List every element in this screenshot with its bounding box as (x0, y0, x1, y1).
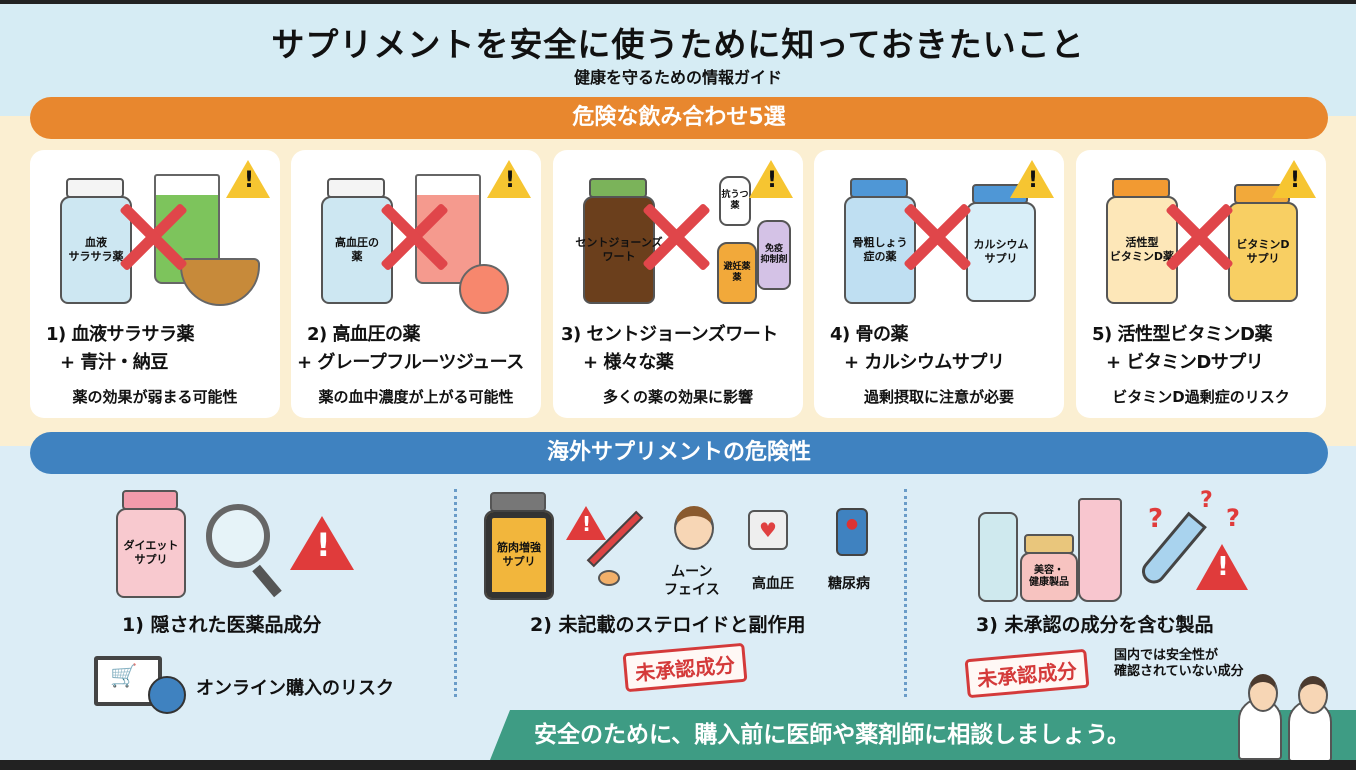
warning-icon: ! (749, 160, 793, 198)
pill-icon (598, 570, 620, 586)
globe-icon (148, 676, 186, 714)
card-description: 薬の効果が弱まる可能性 (72, 388, 238, 406)
card-title: 1) 血液サラサラ薬 (46, 324, 195, 345)
section-banner-combinations: 危険な飲み合わせ5選 (30, 97, 1328, 139)
muscle-supplement-bottle: 筋肉増強 サプリ (484, 510, 554, 600)
footer-advice-banner: 安全のために、購入前に医師や薬剤師に相談しましょう。 (490, 710, 1356, 760)
warning-icon: ! (1010, 160, 1054, 198)
supplement-bottle: カルシウム サプリ (966, 202, 1036, 302)
bottle-cap (122, 490, 178, 510)
overseas-item-title: 3) 未承認の成分を含む製品 (976, 614, 1214, 636)
card-title: 4) 骨の薬 (830, 324, 909, 345)
question-icon: ? (1148, 504, 1164, 534)
prohibited-x-icon (379, 202, 449, 272)
bottle-cap (66, 178, 124, 198)
infographic: サプリメントを安全に使うために知っておきたいこと 健康を守るための情報ガイド 危… (0, 4, 1356, 760)
moon-face-icon (674, 506, 714, 550)
card-illustration: 活性型 ビタミンD薬 ビタミンD サプリ ! (1076, 150, 1326, 320)
page-subtitle: 健康を守るための情報ガイド (573, 68, 782, 87)
unapproved-note: 国内では安全性が 確認されていない成分 (1114, 648, 1244, 680)
magnifier-icon (206, 504, 270, 568)
warning-icon: ! (1272, 160, 1316, 198)
side-effect-label: ムーン フェイス (664, 564, 720, 598)
overseas-item-title: 2) 未記載のステロイドと副作用 (530, 614, 806, 636)
pump-bottle-icon (978, 512, 1018, 602)
card-illustration: 血液 サラサラ薬 ! (30, 150, 280, 320)
card-subtitle: + 青汁・納豆 (60, 352, 168, 373)
bottle-cap (589, 178, 647, 198)
section-banner-overseas: 海外サプリメントの危険性 (30, 432, 1328, 474)
card-subtitle: + グレープフルーツジュース (297, 352, 524, 373)
cream-tube-icon (1078, 498, 1122, 602)
card-title: 3) セントジョーンズワート (561, 324, 778, 345)
combination-card: 血液 サラサラ薬 ! 1) 血液サラサラ薬 + 青汁・納豆 薬の効果が弱まる可能… (30, 150, 280, 418)
card-description: 多くの薬の効果に影響 (602, 388, 753, 406)
card-title: 2) 高血圧の薬 (307, 324, 421, 345)
card-subtitle: + ビタミンDサプリ (1106, 352, 1264, 373)
contraceptive-bottle: 避妊薬 薬 (717, 242, 757, 304)
combination-card: 活性型 ビタミンD薬 ビタミンD サプリ ! 5) 活性型ビタミンD薬 + ビタ… (1076, 150, 1326, 418)
warning-icon: ! (226, 160, 270, 198)
beauty-product-jar: 美容・ 健康製品 (1020, 552, 1078, 602)
immunosuppressant-bottle: 免疫 抑制剤 (757, 220, 791, 290)
card-subtitle: + カルシウムサプリ (844, 352, 1005, 373)
danger-icon: ! (290, 516, 354, 570)
side-effect-label: 高血圧 (752, 576, 794, 592)
card-illustration: 骨粗しょう 症の薬 カルシウム サプリ ! (814, 150, 1064, 320)
card-subtitle: + 様々な薬 (583, 352, 674, 373)
jar-lid (1024, 534, 1074, 554)
card-title: 5) 活性型ビタミンD薬 (1092, 324, 1272, 345)
page-title: サプリメントを安全に使うために知っておきたいこと (271, 25, 1085, 64)
prohibited-x-icon (902, 202, 972, 272)
doctor-illustration (1238, 674, 1282, 760)
prohibited-x-icon (118, 202, 188, 272)
combination-card: 高血圧の 薬 ! 2) 高血圧の薬 + グレープフルーツジュース 薬の血中濃度が… (291, 150, 541, 418)
danger-icon: ! (1196, 544, 1248, 590)
combination-card: 骨粗しょう 症の薬 カルシウム サプリ ! 4) 骨の薬 + カルシウムサプリ … (814, 150, 1064, 418)
glucose-meter-icon: ● (836, 508, 868, 556)
card-description: 過剰摂取に注意が必要 (863, 388, 1014, 406)
side-effect-label: 糖尿病 (828, 576, 870, 592)
bottle-cap (1112, 178, 1170, 198)
question-icon: ? (1200, 488, 1213, 513)
lower-background (0, 446, 1356, 760)
card-description: ビタミンD過剰症のリスク (1112, 388, 1290, 406)
question-icon: ? (1226, 504, 1240, 532)
overseas-item-title: 1) 隠された医薬品成分 (122, 614, 322, 636)
card-illustration: セントジョーンズ ワート 抗うつ 薬 避妊薬 薬 免疫 抑制剤 ! (553, 150, 803, 320)
grapefruit-icon (459, 264, 509, 314)
divider (454, 489, 457, 697)
bottle-cap (850, 178, 908, 198)
diet-supplement-bottle: ダイエット サプリ (116, 508, 186, 598)
divider (904, 489, 907, 697)
natto-bowl-icon (180, 258, 260, 306)
supplement-bottle: ビタミンD サプリ (1228, 202, 1298, 302)
warning-icon: ! (487, 160, 531, 198)
danger-icon: ! (566, 506, 606, 540)
bottle-cap (327, 178, 385, 198)
card-illustration: 高血圧の 薬 ! (291, 150, 541, 320)
antidepressant-bottle: 抗うつ 薬 (719, 176, 751, 226)
prohibited-x-icon (1164, 202, 1234, 272)
bottle-cap (490, 492, 546, 512)
card-description: 薬の血中濃度が上がる可能性 (318, 388, 514, 406)
pharmacist-illustration (1288, 676, 1332, 760)
prohibited-x-icon (641, 202, 711, 272)
combination-card: セントジョーンズ ワート 抗うつ 薬 避妊薬 薬 免疫 抑制剤 ! 3) セント… (553, 150, 803, 418)
blood-pressure-monitor-icon: ♥ (748, 510, 788, 550)
online-purchase-risk: オンライン購入のリスク (196, 678, 394, 699)
